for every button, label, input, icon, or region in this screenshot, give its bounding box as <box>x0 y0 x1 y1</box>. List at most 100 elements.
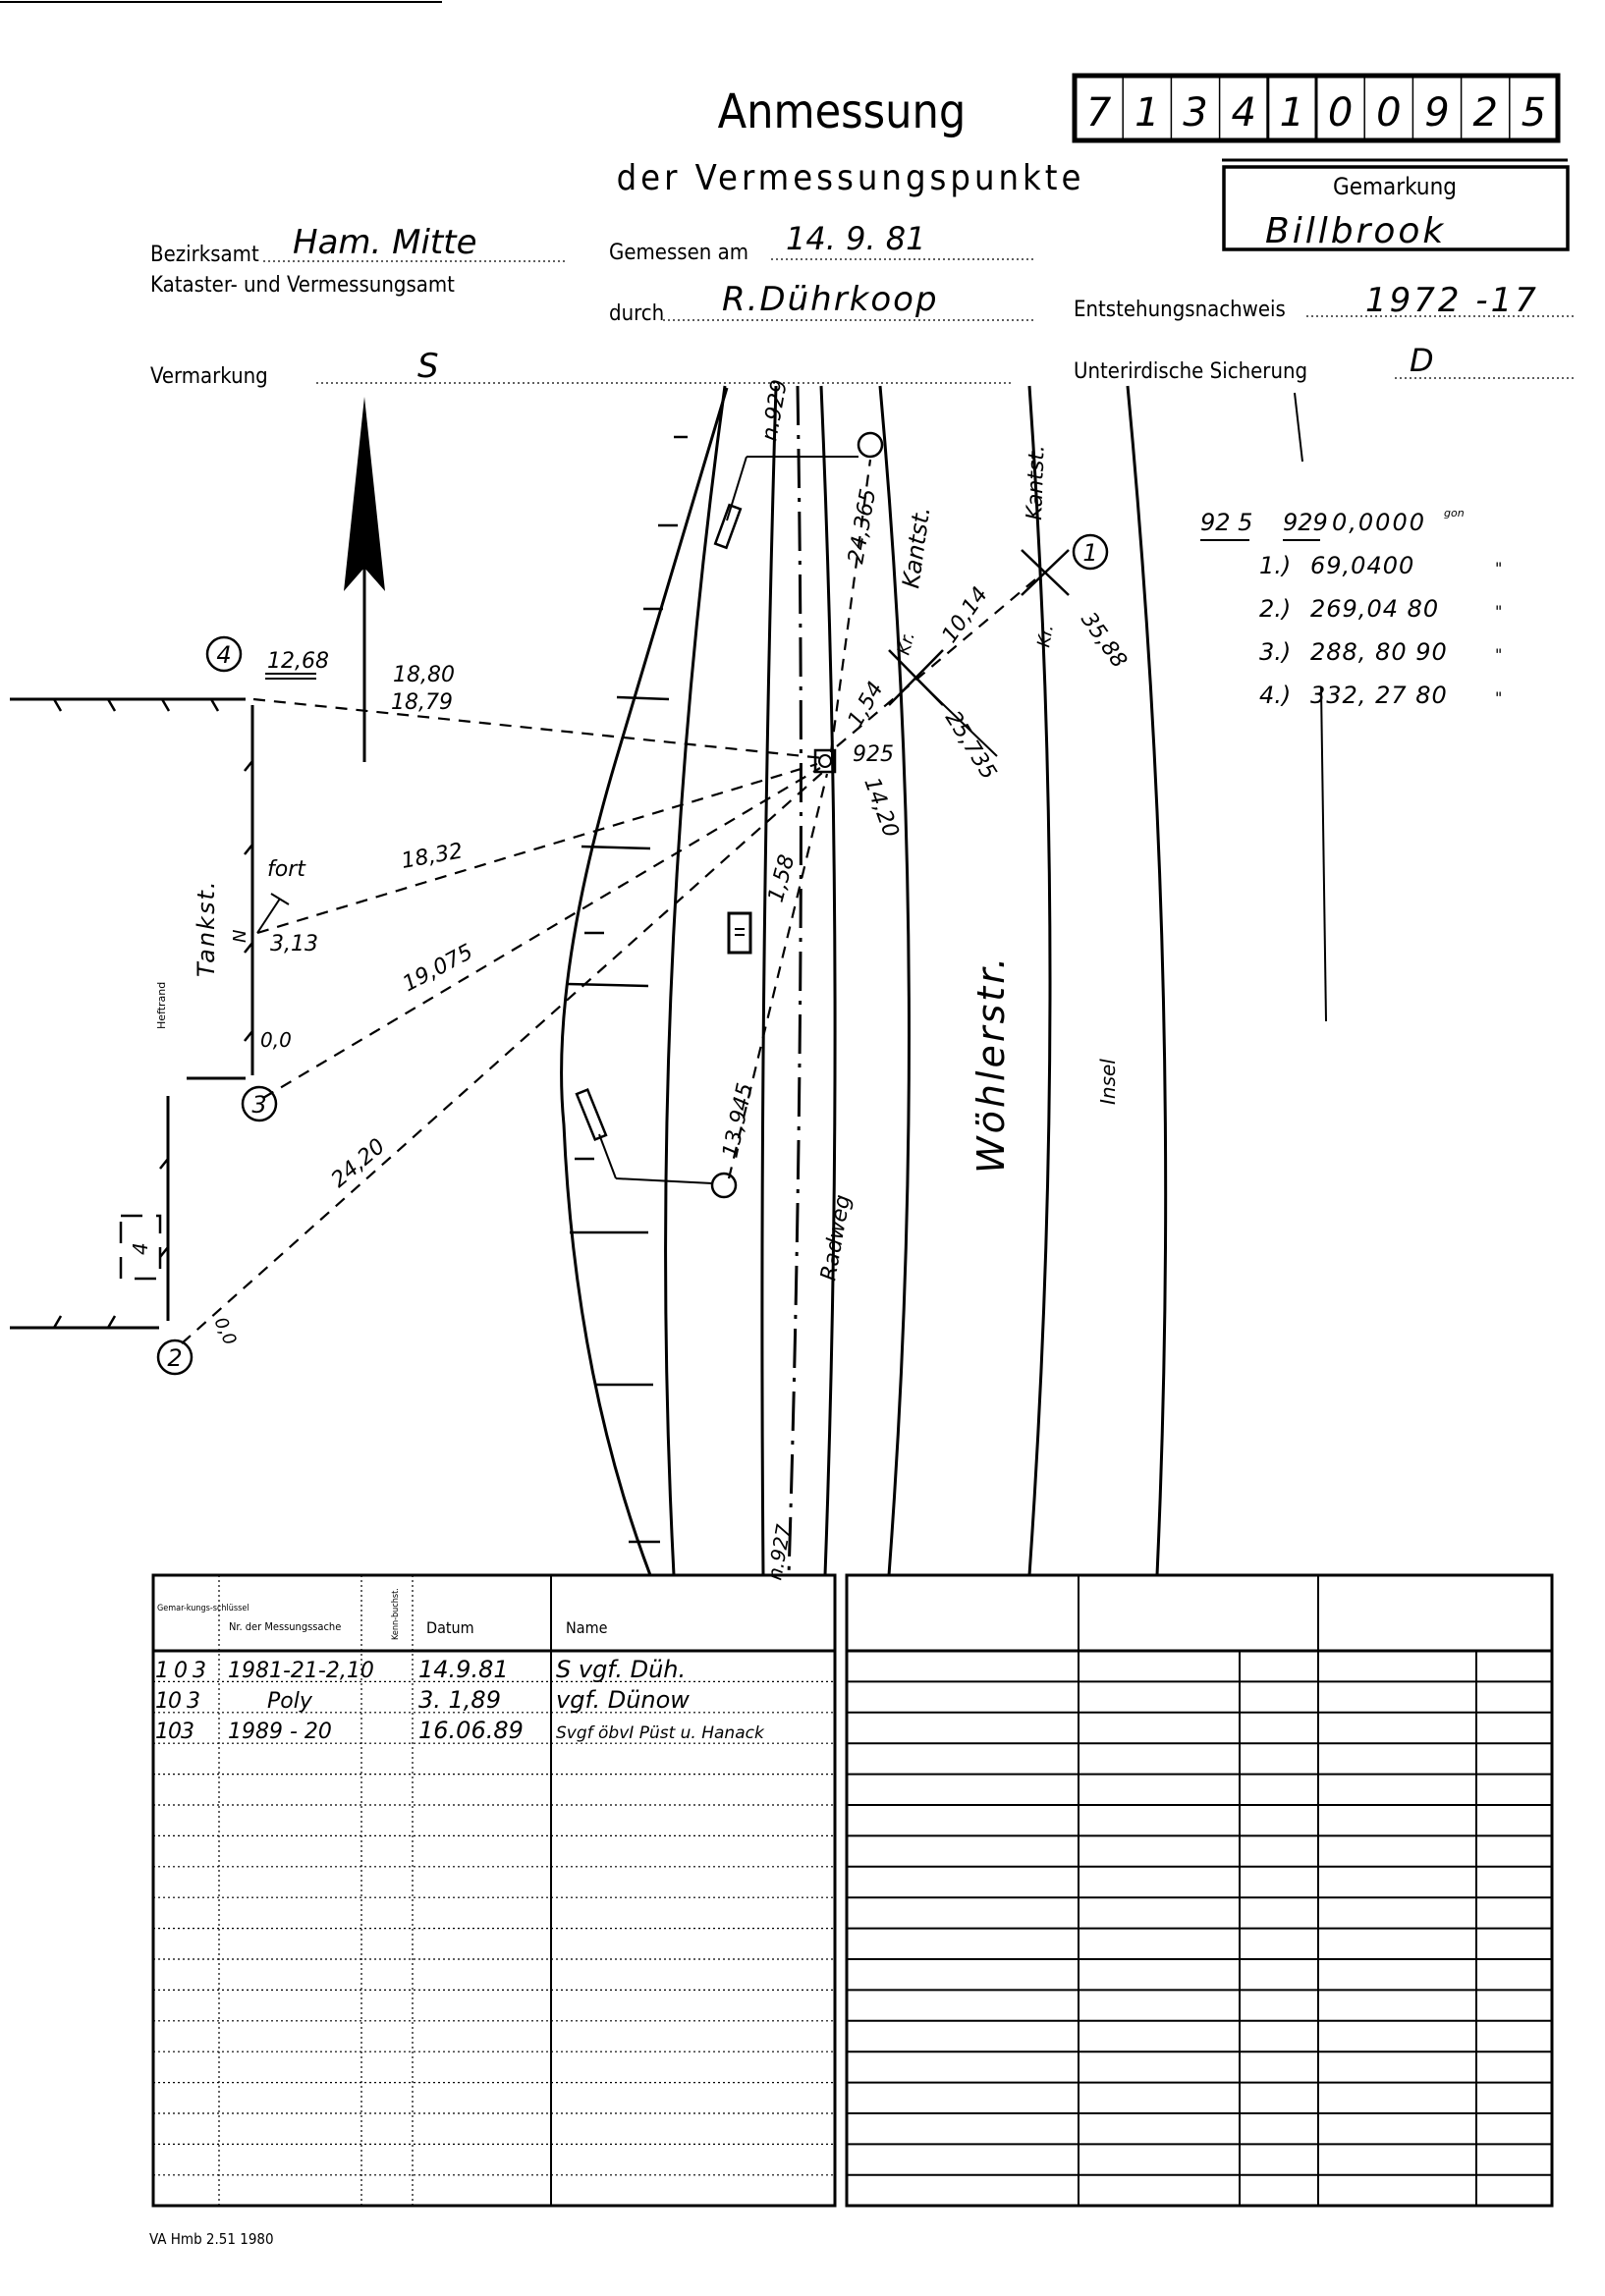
direction-number: 2.) <box>1259 595 1291 623</box>
form-number-digit: 0 <box>1376 90 1401 136</box>
table-cell: 1 0 3 <box>155 1659 205 1683</box>
label-tankst: Tankst. <box>193 880 220 978</box>
form-number-digit: 1 <box>1280 90 1304 136</box>
label-n929: n.929 <box>757 378 793 443</box>
table-cell: 3. 1,89 <box>418 1686 501 1714</box>
header-nr-messungssache: Nr. der Messungssache <box>229 1620 341 1633</box>
durch-value: R.Dührkoop <box>722 280 939 319</box>
label-heftrand: Heftrand <box>155 982 168 1029</box>
blank-table <box>845 1573 1554 2208</box>
direction-value: 269,04 80 <box>1310 595 1439 623</box>
table-cell: Poly <box>267 1689 313 1714</box>
survey-mark-circle <box>710 1172 738 1199</box>
bezirksamt-label: Bezirksamt <box>150 243 259 267</box>
table-cell: 103 <box>155 1720 194 1744</box>
direction-mark: " <box>1495 688 1502 707</box>
point-circles: 1 2 3 4 <box>156 533 1109 1376</box>
north-arrow-icon <box>344 397 385 762</box>
form-number-digit: 0 <box>1328 90 1353 136</box>
sicherung-label: Unterirdische Sicherung <box>1074 359 1307 384</box>
sketch-labels: n.929 24,365 Kantst. Kantst. 10,14 35,88… <box>129 378 1132 1582</box>
direction-value: 332, 27 80 <box>1310 682 1448 709</box>
vermarkung-value: S <box>417 347 439 386</box>
label-1832: 18,32 <box>400 839 465 874</box>
table-cell: 16.06.89 <box>418 1717 524 1744</box>
label-n927: n.927 <box>762 1522 796 1582</box>
header-datum: Datum <box>426 1618 474 1637</box>
direction-value: 69,0400 <box>1310 552 1414 579</box>
table-row: 103 1989 - 20 16.06.89 Svgf öbvI Püst u. Ha… <box>155 1717 765 1744</box>
form-number-digit: 9 <box>1424 90 1449 136</box>
durch-label: durch <box>609 301 664 326</box>
label-woehlerstr: Wöhlerstr. <box>969 955 1013 1174</box>
measurement-lines <box>181 459 1042 1344</box>
entstehung-value: 1972 -17 <box>1365 281 1539 320</box>
gemessen-label: Gemessen am <box>609 241 748 265</box>
unit: gon <box>1444 507 1465 519</box>
direction-number: 1.) <box>1259 552 1291 579</box>
table-cell: S vgf. Düh. <box>556 1656 686 1683</box>
label-154: 1,54 <box>844 678 889 732</box>
direction-list: 92 5 929 0,0000 gon 1.)69,0400"2.)269,04… <box>1200 507 1502 709</box>
table-cell: 1989 - 20 <box>228 1720 332 1744</box>
origin-value: 0,0000 <box>1332 509 1426 536</box>
form-number-digit: 1 <box>1135 90 1159 136</box>
point-925 <box>813 748 837 774</box>
direction-mark: " <box>1495 559 1502 577</box>
label-1879: 18,79 <box>391 690 453 715</box>
table-cell: vgf. Dünow <box>556 1686 690 1714</box>
point-2-label: 2 <box>167 1344 182 1372</box>
table-cell: 10 3 <box>155 1689 199 1714</box>
label-radweg: Radweg <box>816 1193 856 1283</box>
table-cell: Svgf öbvI Püst u. Hanack <box>556 1723 765 1743</box>
gemessen-value: 14. 9. 81 <box>786 220 925 257</box>
sicherung-value: D <box>1410 342 1434 379</box>
gemarkung-label: Gemarkung <box>1333 173 1457 200</box>
form-subtitle: der Vermessungspunkte <box>617 158 1085 198</box>
label-fort: fort <box>267 857 306 882</box>
gemarkung-box: Gemarkung Billbrook <box>1222 158 1570 251</box>
label-00: 0,0 <box>209 1314 240 1348</box>
table-cell: 1981-21-2,10 <box>228 1659 374 1683</box>
history-table: Gemar-kungs-schlüssel Nr. der Messungssa… <box>151 1573 837 2208</box>
label-n: N <box>230 930 250 943</box>
form-title: Anmessung <box>718 84 967 139</box>
header-kennbuchst: Kenn-buchst. <box>391 1588 401 1640</box>
bezirksamt-value: Ham. Mitte <box>293 223 477 262</box>
amt-line: Kataster- und Vermessungsamt <box>150 273 455 298</box>
label-313: 3,13 <box>270 932 318 957</box>
road-lines <box>560 385 1327 1576</box>
form-number-digit: 4 <box>1231 90 1255 136</box>
label-925: 925 <box>853 742 894 767</box>
header-name: Name <box>566 1618 608 1637</box>
label-1420: 14,20 <box>858 775 903 842</box>
direction-number: 3.) <box>1259 638 1291 666</box>
form-number-digit: 2 <box>1472 90 1497 136</box>
cross-kr <box>888 549 1070 706</box>
label-13945: 13,945 <box>718 1081 757 1160</box>
label-158: 1,58 <box>764 852 801 905</box>
label-2420: 24,20 <box>327 1134 390 1193</box>
label-kr: Kr. <box>894 629 919 657</box>
form-number-digit: 3 <box>1183 90 1207 136</box>
label-1268: 12,68 <box>267 649 329 674</box>
form-number-digit: 7 <box>1086 90 1112 136</box>
direction-mark: " <box>1495 645 1502 664</box>
form-number-digit: 5 <box>1522 90 1546 136</box>
label-19075: 19,075 <box>399 940 477 997</box>
label-kantst: Kantst. <box>1023 445 1050 521</box>
point-1-label: 1 <box>1082 539 1097 567</box>
vermarkung-label: Vermarkung <box>150 364 268 389</box>
entstehung-label: Entstehungsnachweis <box>1074 298 1286 322</box>
point-3-label: 3 <box>251 1091 266 1119</box>
label-1880: 18,80 <box>393 663 455 687</box>
hydrant-icon <box>727 911 752 955</box>
direction-value: 288, 80 90 <box>1310 638 1448 666</box>
point-4-label: 4 <box>216 641 231 669</box>
header-gemarkungsschluessel: Gemar-kungs-schlüssel <box>157 1604 249 1613</box>
direction-number: 4.) <box>1259 682 1291 709</box>
station-number: 92 5 <box>1200 509 1252 536</box>
table-row: 10 3 Poly 3. 1,89 vgf. Dünow <box>155 1686 690 1714</box>
